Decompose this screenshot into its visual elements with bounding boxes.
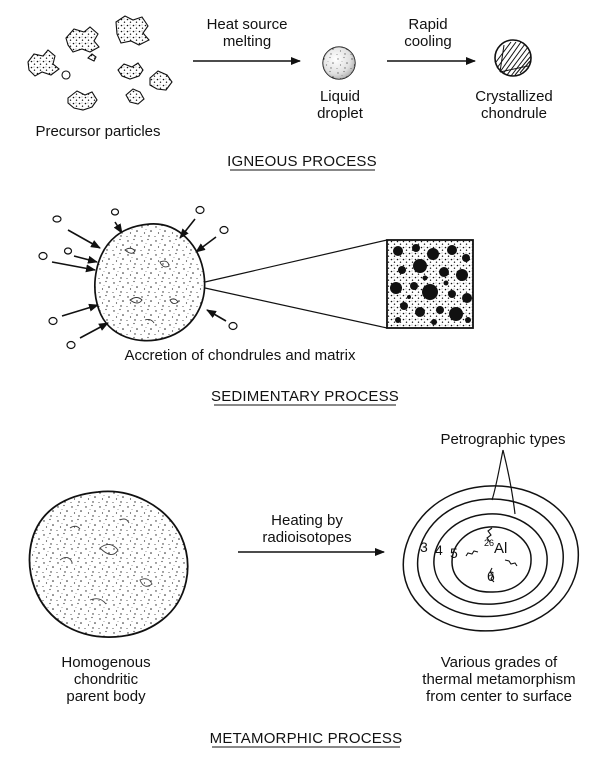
type-5: 5 (450, 545, 458, 561)
accretion-label: Accretion of chondrules and matrix (125, 347, 356, 364)
arrow2-label-line1: Rapid (408, 16, 447, 33)
sedimentary-title: SEDIMENTARY PROCESS (211, 388, 399, 405)
precursor-label: Precursor particles (35, 123, 160, 140)
heating-label-line2: radioisotopes (262, 529, 351, 546)
igneous-title: IGNEOUS PROCESS (227, 153, 377, 170)
type-6: 6 (487, 568, 495, 584)
grades-label-line2: thermal metamorphism (422, 671, 575, 688)
zoom-line-bottom (204, 287, 388, 329)
arrow1-label-line1: Heat source (207, 16, 288, 33)
metamorphic-title: METAMORPHIC PROCESS (210, 730, 403, 747)
droplet-label-line1: Liquid (320, 88, 360, 105)
type-4: 4 (435, 542, 443, 558)
homogenous-parent-body (28, 490, 189, 638)
incoming-chondrules (38, 205, 238, 350)
isotope-mass: 26 (484, 538, 494, 548)
accretion-arrows (51, 218, 227, 339)
accreting-parent-body (94, 223, 206, 342)
metamorphic-section: Homogenous chondritic parent body Heatin… (28, 431, 580, 748)
chondrule-label-line2: chondrule (481, 105, 547, 122)
arrow2-label-line2: cooling (404, 33, 452, 50)
onion-shell-body (402, 485, 580, 632)
precursor-particles (27, 15, 173, 111)
grades-label-line1: Various grades of (441, 654, 558, 671)
parent-label-line2: chondritic (74, 671, 139, 688)
droplet-label-line2: droplet (317, 105, 364, 122)
sedimentary-section: Accretion of chondrules and matrix SEDIM… (38, 205, 474, 406)
zoom-line-top (204, 239, 388, 283)
petrographic-label: Petrographic types (440, 431, 565, 448)
crystallized-chondrule (494, 39, 532, 77)
igneous-section: Precursor particles Heat source melting … (27, 15, 553, 171)
chondrule-label-line1: Crystallized (475, 88, 553, 105)
arrow1-label-line2: melting (223, 33, 271, 50)
petrographic-callout-lines (491, 449, 516, 515)
heating-label-line1: Heating by (271, 512, 343, 529)
heat-squiggles (465, 527, 518, 583)
parent-label-line3: parent body (66, 688, 146, 705)
grades-label-line3: from center to surface (426, 688, 572, 705)
type-3: 3 (420, 539, 428, 555)
magnified-matrix-inset (386, 239, 474, 329)
isotope-symbol: Al (494, 540, 507, 557)
parent-label-line1: Homogenous (61, 654, 150, 671)
